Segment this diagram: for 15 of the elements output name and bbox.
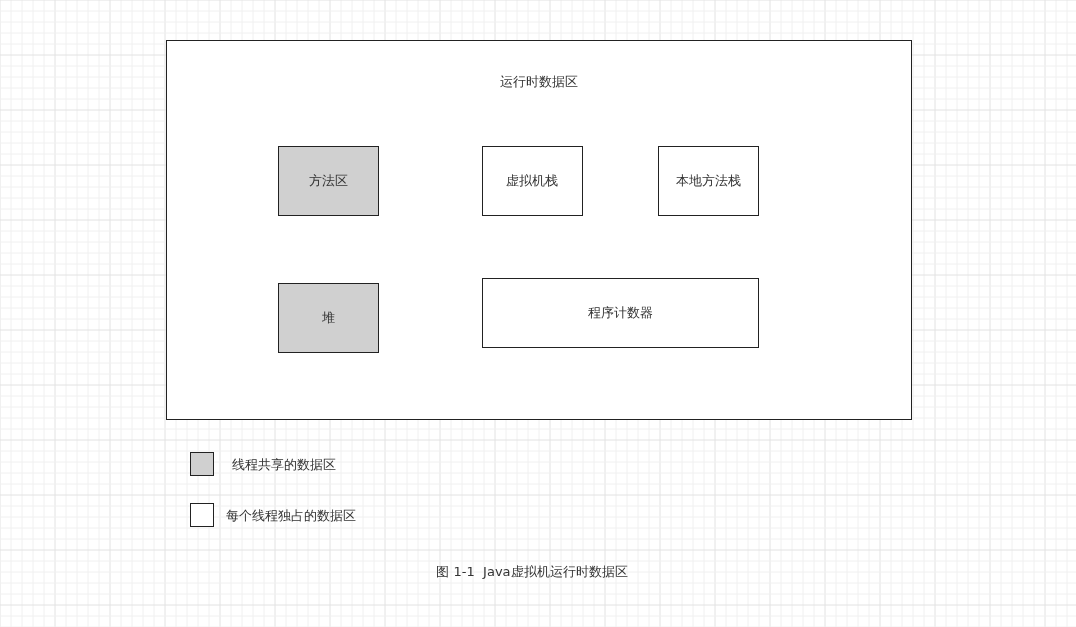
memory-area-box: [481, 277, 759, 348]
node-label: 堆: [321, 308, 335, 327]
legend-label: 线程共享的数据区: [232, 456, 336, 474]
node-label: 程序计数器: [587, 303, 653, 322]
node-label: 本地方法栈: [675, 171, 741, 190]
memory-area-box: [277, 145, 379, 216]
region-title: 运行时数据区: [500, 73, 578, 91]
node-label: 虚拟机栈: [506, 171, 558, 190]
region-box: [166, 40, 912, 420]
figure-caption: 图 1-1 Java虚拟机运行时数据区: [436, 563, 628, 581]
memory-area-box: [277, 282, 379, 353]
memory-area-box: [657, 145, 759, 216]
node-label: 方法区: [308, 171, 348, 190]
memory-area-box: [481, 145, 583, 216]
legend-label: 每个线程独占的数据区: [226, 507, 356, 525]
